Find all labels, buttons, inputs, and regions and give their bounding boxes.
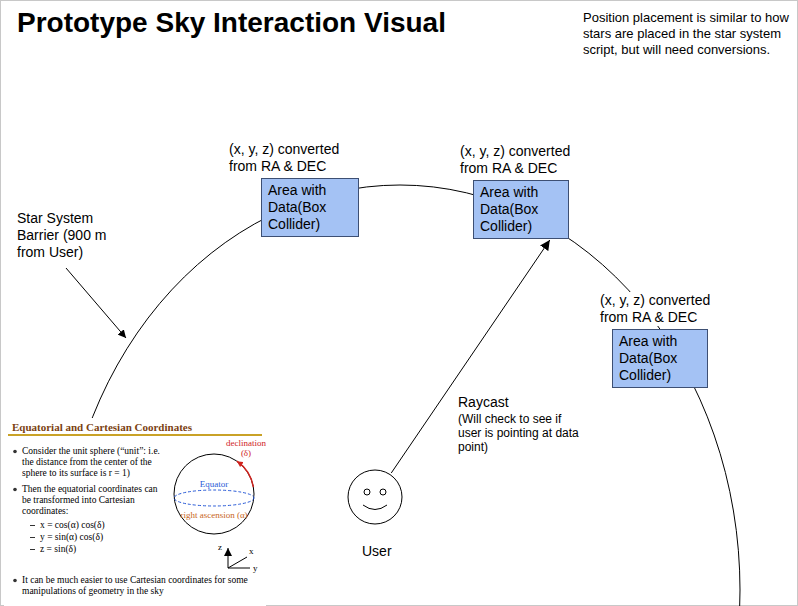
axis-label: z — [218, 542, 222, 552]
bullet — [13, 450, 17, 454]
user-icon: User — [345, 467, 405, 527]
declination-label: declination (δ) — [226, 438, 266, 458]
bullet — [13, 579, 17, 583]
axis-label: y — [253, 563, 258, 573]
face-eye — [364, 489, 370, 495]
face-eye — [380, 489, 386, 495]
formula-text: x = cos(α) cos(δ) — [40, 520, 170, 531]
face-smile — [363, 505, 387, 510]
equator-line — [174, 490, 254, 506]
bullet — [13, 488, 17, 492]
note-text: Position placement is similar to how sta… — [583, 10, 795, 58]
bullet-text: Then the equatorial coordinates can be t… — [22, 484, 167, 517]
inset-slide — [4, 418, 266, 606]
leader-arrow — [66, 268, 126, 338]
data-area-box: (x, y, z) converted from RA & DECArea wi… — [612, 329, 708, 388]
sub-bullet — [30, 537, 35, 538]
formula-text: y = sin(α) cos(δ) — [40, 532, 170, 543]
inset-background — [4, 418, 266, 606]
y-axis — [228, 568, 250, 569]
right-ascension-label: right ascension (α) — [179, 510, 249, 520]
node-label: User — [362, 543, 392, 560]
node-text: Area with Data(Box Collider) — [268, 182, 352, 233]
z-axis — [228, 548, 229, 568]
node-heading: (x, y, z) converted from RA & DEC — [460, 143, 600, 177]
node-heading: (x, y, z) converted from RA & DEC — [600, 292, 740, 326]
bullet-text: It can be much easier to use Cartesian c… — [22, 575, 260, 597]
sub-bullet — [30, 549, 35, 550]
smiley-face — [345, 467, 405, 527]
x-axis — [228, 557, 247, 568]
data-area-box: (x, y, z) converted from RA & DECArea wi… — [473, 180, 569, 239]
barrier-label: Star System Barrier (900 m from User) — [17, 210, 117, 261]
face-outline — [348, 470, 402, 524]
node-heading: (x, y, z) converted from RA & DEC — [229, 141, 369, 175]
bullet-text: Consider the unit sphere (“unit”: i.e. t… — [22, 446, 172, 479]
edge-label: Raycast — [458, 394, 509, 411]
formula-text: z = sin(δ) — [40, 544, 170, 555]
raycast-note: (Will check to see if user is pointing a… — [458, 412, 583, 454]
title-rule — [8, 434, 262, 436]
data-area-box: (x, y, z) converted from RA & DECArea wi… — [261, 178, 359, 237]
equator-label: Equator — [189, 479, 239, 489]
declination-arc — [237, 461, 254, 487]
node-text: Area with Data(Box Collider) — [619, 333, 701, 384]
inset-title: Equatorial and Cartesian Coordinates — [12, 421, 252, 434]
unit-sphere — [174, 454, 254, 534]
sub-bullet — [30, 525, 35, 526]
node-text: Area with Data(Box Collider) — [480, 184, 562, 235]
axis-label: x — [249, 546, 254, 556]
slide-title: Prototype Sky Interaction Visual — [17, 6, 446, 40]
